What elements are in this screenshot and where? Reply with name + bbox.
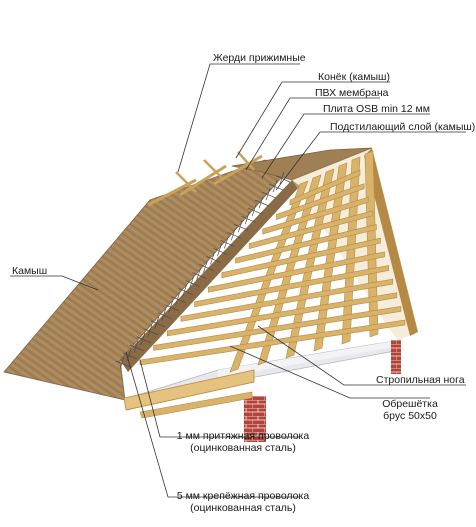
wire-stitch bbox=[220, 236, 235, 249]
label-pressure-poles: Жерди прижимные bbox=[213, 52, 306, 64]
label-batten-line2: брус 50х50 bbox=[383, 410, 437, 422]
wire-stitch bbox=[157, 308, 172, 321]
brick-wall-front bbox=[244, 396, 266, 442]
leader-wire1 bbox=[139, 359, 300, 438]
batten bbox=[248, 210, 373, 250]
wire-stitch bbox=[164, 300, 179, 313]
label-underlay: Подстилающий слой (камыш) bbox=[330, 121, 476, 133]
leader-reed bbox=[10, 275, 99, 291]
wire-stitch bbox=[171, 292, 186, 305]
batten bbox=[276, 183, 365, 220]
wire-stitch bbox=[150, 316, 165, 329]
label-wire-1mm: 1 мм притяжная проволока (оцинкованная с… bbox=[168, 430, 318, 454]
leader-batten bbox=[229, 345, 430, 399]
wire-stitch bbox=[234, 220, 249, 233]
leader-osb bbox=[261, 113, 430, 179]
batten bbox=[235, 224, 377, 264]
batten bbox=[221, 237, 381, 279]
label-reed: Камыш bbox=[12, 265, 48, 277]
reed-ridge bbox=[231, 147, 373, 181]
batten bbox=[194, 265, 389, 308]
batten bbox=[139, 319, 406, 366]
wire-stitch bbox=[248, 204, 263, 217]
batten bbox=[262, 196, 369, 235]
wire-stitch bbox=[241, 212, 256, 225]
fixing-wire bbox=[115, 171, 291, 370]
batten bbox=[289, 169, 361, 206]
label-osb-board: Плита OSB min 12 мм bbox=[323, 103, 430, 115]
brick-walls bbox=[244, 340, 401, 442]
batten bbox=[153, 306, 402, 351]
leader-pressure-poles bbox=[177, 63, 300, 173]
label-wire-5mm: 5 мм крепёжная проволока (оцинкованная с… bbox=[168, 490, 318, 514]
batten bbox=[166, 292, 398, 337]
wire-stitch bbox=[261, 187, 277, 201]
wire-stitch bbox=[275, 171, 291, 185]
label-wire-5mm-line1: 5 мм крепёжная проволока bbox=[176, 490, 310, 502]
leader-ridge bbox=[235, 81, 390, 159]
label-wire-1mm-line1: 1 мм притяжная проволока bbox=[176, 430, 310, 442]
label-wire-5mm-line2: (оцинкованная сталь) bbox=[190, 502, 296, 514]
wire-stitch bbox=[199, 260, 214, 273]
wire-stitch bbox=[213, 244, 228, 257]
leader-lines bbox=[10, 63, 466, 498]
pressure-poles bbox=[147, 151, 263, 207]
batten bbox=[207, 251, 385, 293]
wire-stitch bbox=[254, 196, 270, 209]
label-rafter: Стропильная нога bbox=[376, 374, 465, 386]
wire-stitch bbox=[268, 179, 284, 193]
label-batten: Обрешётка брус 50х50 bbox=[365, 398, 455, 422]
label-wire-1mm-line2: (оцинкованная сталь) bbox=[190, 442, 296, 454]
wire-stitch bbox=[192, 268, 207, 281]
leader-underlay bbox=[275, 131, 466, 191]
leader-pvc bbox=[245, 97, 380, 171]
wire-stitch bbox=[185, 276, 200, 289]
wire-stitch bbox=[206, 252, 221, 265]
label-ridge: Конёк (камыш) bbox=[318, 71, 390, 83]
leader-rafter bbox=[257, 325, 466, 386]
eaves-beam bbox=[123, 369, 255, 419]
label-pvc-membrane: ПВХ мембрана bbox=[315, 87, 389, 99]
label-batten-line1: Обрешётка bbox=[382, 398, 438, 410]
wire-stitch bbox=[143, 324, 158, 337]
brick-wall-right bbox=[391, 340, 401, 374]
wire-stitch bbox=[129, 340, 145, 354]
leader-wire5 bbox=[125, 351, 300, 498]
wire-stitch bbox=[178, 284, 193, 297]
timber-frame bbox=[139, 150, 406, 373]
wire-stitch bbox=[227, 228, 242, 241]
wire-stitch bbox=[136, 332, 152, 345]
reed-roof-slope bbox=[3, 147, 373, 401]
batten bbox=[180, 278, 394, 322]
wire-stitch bbox=[115, 356, 131, 370]
